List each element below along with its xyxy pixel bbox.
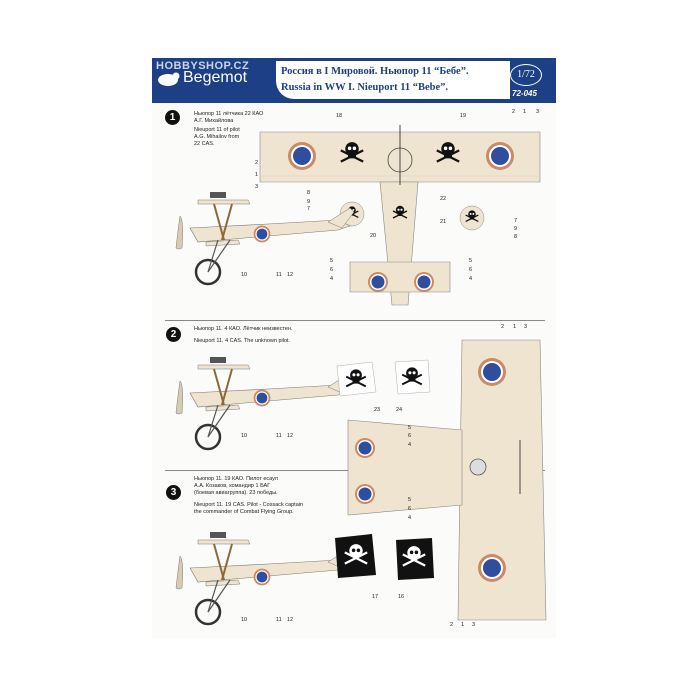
title-russian: Россия в I Мировой. Ньюпор 11 “Бебе”. [281, 66, 469, 77]
callout-label: 12 [287, 272, 294, 278]
callout-label: 16 [398, 594, 405, 600]
callout-label: 1 [523, 109, 527, 115]
callout-label: 4 [330, 276, 334, 282]
scale-badge: 1/72 [510, 64, 542, 86]
callout-label: 1 [255, 172, 259, 178]
callout-label: 9 [307, 199, 311, 205]
watermark-text: HOBBYSHOP.CZ [156, 60, 250, 72]
scheme-1-text-ru: Ньюпор 11 лётчика 22 КАО А.Г. Михайлова [194, 111, 264, 124]
callout-label: 1 [513, 324, 517, 330]
scheme-2-text-ru: Ньюпор 11. 4 КАО. Лётчик неизвестен. [194, 326, 293, 332]
title-english: Russia in WW I. Nieuport 11 “Bebe”. [281, 82, 449, 93]
callout-label: 1 [461, 622, 465, 628]
callout-label: 17 [372, 594, 379, 600]
callout-label: 5 [330, 258, 334, 264]
callout-label: 24 [396, 407, 403, 413]
callout-label: 10 [241, 272, 248, 278]
callout-label: 18 [336, 113, 343, 119]
callout-label: 2 [255, 160, 259, 166]
callout-label: 2 [450, 622, 454, 628]
callout-label: 3 [536, 109, 540, 115]
callout-label: 4 [408, 515, 412, 521]
callout-label: 3 [472, 622, 476, 628]
callout-label: 3 [255, 184, 259, 190]
callout-label: 5 [469, 258, 473, 264]
scheme-3-text-ru: Ньюпор 11. 19 КАО. Пилот есаул А.А. Коза… [194, 476, 279, 496]
callout-label: 22 [440, 196, 447, 202]
callout-label: 2 [501, 324, 505, 330]
callout-label: 4 [469, 276, 473, 282]
callout-label: 7 [307, 206, 311, 212]
title-box [276, 61, 510, 99]
brand-name: Begemot [183, 69, 248, 86]
callout-label: 8 [514, 234, 518, 240]
callout-label: 23 [374, 407, 381, 413]
callout-label: 9 [514, 226, 518, 232]
scheme-3-text-en: Nieuport 11. 19 CAS. Pilot - Cossack cap… [194, 502, 304, 515]
callout-label: 5 [408, 497, 412, 503]
callout-label: 6 [469, 267, 473, 273]
callout-label: 3 [524, 324, 528, 330]
callout-label: 2 [512, 109, 516, 115]
product-code: 72-045 [512, 89, 537, 98]
callout-label: 11 [276, 433, 282, 439]
callout-label: 20 [370, 233, 377, 239]
callout-label: 6 [330, 267, 334, 273]
callout-label: 6 [408, 506, 412, 512]
callout-label: 8 [307, 190, 311, 196]
callout-label: 12 [287, 617, 294, 623]
callout-label: 11 [276, 617, 282, 623]
callout-label: 19 [460, 113, 467, 119]
callout-label: 4 [408, 442, 412, 448]
callout-label: 12 [287, 433, 294, 439]
callout-label: 21 [440, 219, 447, 225]
callout-label: 7 [514, 218, 518, 224]
scheme-3-badge: 3 [166, 485, 181, 500]
callout-label: 5 [408, 425, 412, 431]
callout-label: 10 [241, 433, 248, 439]
callout-label: 11 [276, 272, 282, 278]
callout-label: 6 [408, 433, 412, 439]
hippo-logo-icon [158, 72, 180, 86]
scheme-1-text-en: Nieuport 11 of pilot A.G. Mihailov from … [194, 127, 240, 147]
scheme-2-text-en: Nieuport 11. 4 CAS. The unknown pilot. [194, 338, 291, 344]
scheme-2-badge: 2 [166, 327, 181, 342]
callout-label: 10 [241, 617, 248, 623]
section-divider [165, 320, 545, 321]
scheme-1-badge: 1 [165, 110, 180, 125]
